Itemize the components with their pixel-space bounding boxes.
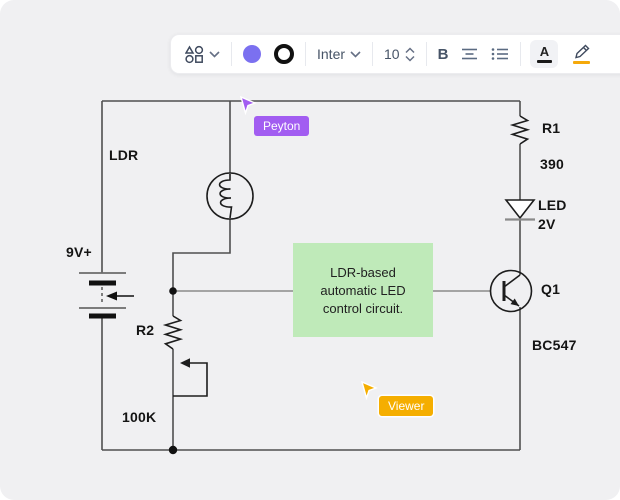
cursor-peyton-icon: [239, 96, 257, 116]
font-size-stepper[interactable]: 10: [382, 44, 417, 64]
cursor-badge-viewer: Viewer: [379, 396, 434, 416]
font-size-value: 10: [384, 46, 400, 62]
bold-button[interactable]: B: [436, 44, 451, 65]
text-color-label: A: [539, 44, 550, 60]
stepper-chevrons-icon: [405, 46, 415, 62]
resistor-r1[interactable]: [509, 115, 531, 145]
ldr-symbol[interactable]: [206, 172, 254, 220]
font-family-select[interactable]: Inter: [315, 44, 363, 64]
battery-symbol[interactable]: [79, 272, 134, 319]
font-family-value: Inter: [317, 46, 346, 62]
note-line: control circuit.: [322, 300, 404, 316]
fill-color-swatch: [243, 45, 261, 63]
label-r2-value[interactable]: 100K: [122, 409, 157, 425]
bold-label: B: [437, 45, 449, 63]
label-q1-value[interactable]: BC547: [532, 337, 577, 353]
potentiometer-arrow[interactable]: [173, 358, 208, 397]
note-line: LDR-based: [330, 264, 396, 280]
highlight-color-bar: [572, 61, 590, 64]
note-box[interactable]: LDR-based automatic LED control circuit.: [293, 243, 433, 337]
highlight-button[interactable]: [567, 43, 595, 65]
label-r1-value[interactable]: 390: [540, 156, 564, 172]
label-r1[interactable]: R1: [542, 120, 561, 136]
junction-dot: [168, 445, 178, 455]
label-ldr[interactable]: LDR: [109, 147, 139, 163]
text-color-button[interactable]: A: [530, 40, 559, 68]
transistor-symbol[interactable]: [489, 269, 533, 313]
shape-picker-button[interactable]: [183, 43, 222, 66]
led-symbol[interactable]: [504, 199, 536, 221]
label-led[interactable]: LED: [538, 197, 567, 213]
resistor-r2[interactable]: [162, 315, 184, 350]
chevron-down-icon: [209, 50, 220, 58]
fill-color-button[interactable]: [241, 43, 263, 65]
cursor-badge-peyton: Peyton: [254, 116, 310, 136]
shapes-icon: [185, 45, 204, 63]
toolbar-divider: [305, 42, 306, 66]
align-center-icon: [462, 48, 478, 60]
junction-dot: [169, 287, 177, 295]
label-battery[interactable]: 9V+: [66, 244, 92, 260]
toolbar-divider: [372, 42, 374, 66]
stroke-color-button[interactable]: [272, 42, 296, 66]
note-line: automatic LED: [320, 282, 406, 298]
stroke-color-swatch: [274, 44, 294, 64]
list-button[interactable]: [489, 45, 511, 63]
text-color-bar: [536, 60, 552, 63]
label-led-value[interactable]: 2V: [538, 216, 556, 232]
label-r2[interactable]: R2: [136, 322, 155, 338]
highlighter-icon: [574, 44, 590, 59]
chevron-down-icon: [350, 50, 361, 58]
align-button[interactable]: [459, 45, 480, 63]
format-toolbar: Inter 10 B A: [170, 34, 620, 74]
label-q1[interactable]: Q1: [541, 281, 561, 297]
toolbar-divider: [425, 42, 427, 66]
cursor-viewer-icon: [360, 381, 378, 401]
toolbar-divider: [520, 42, 522, 66]
bullet-list-icon: [492, 48, 509, 60]
toolbar-divider: [231, 42, 232, 66]
